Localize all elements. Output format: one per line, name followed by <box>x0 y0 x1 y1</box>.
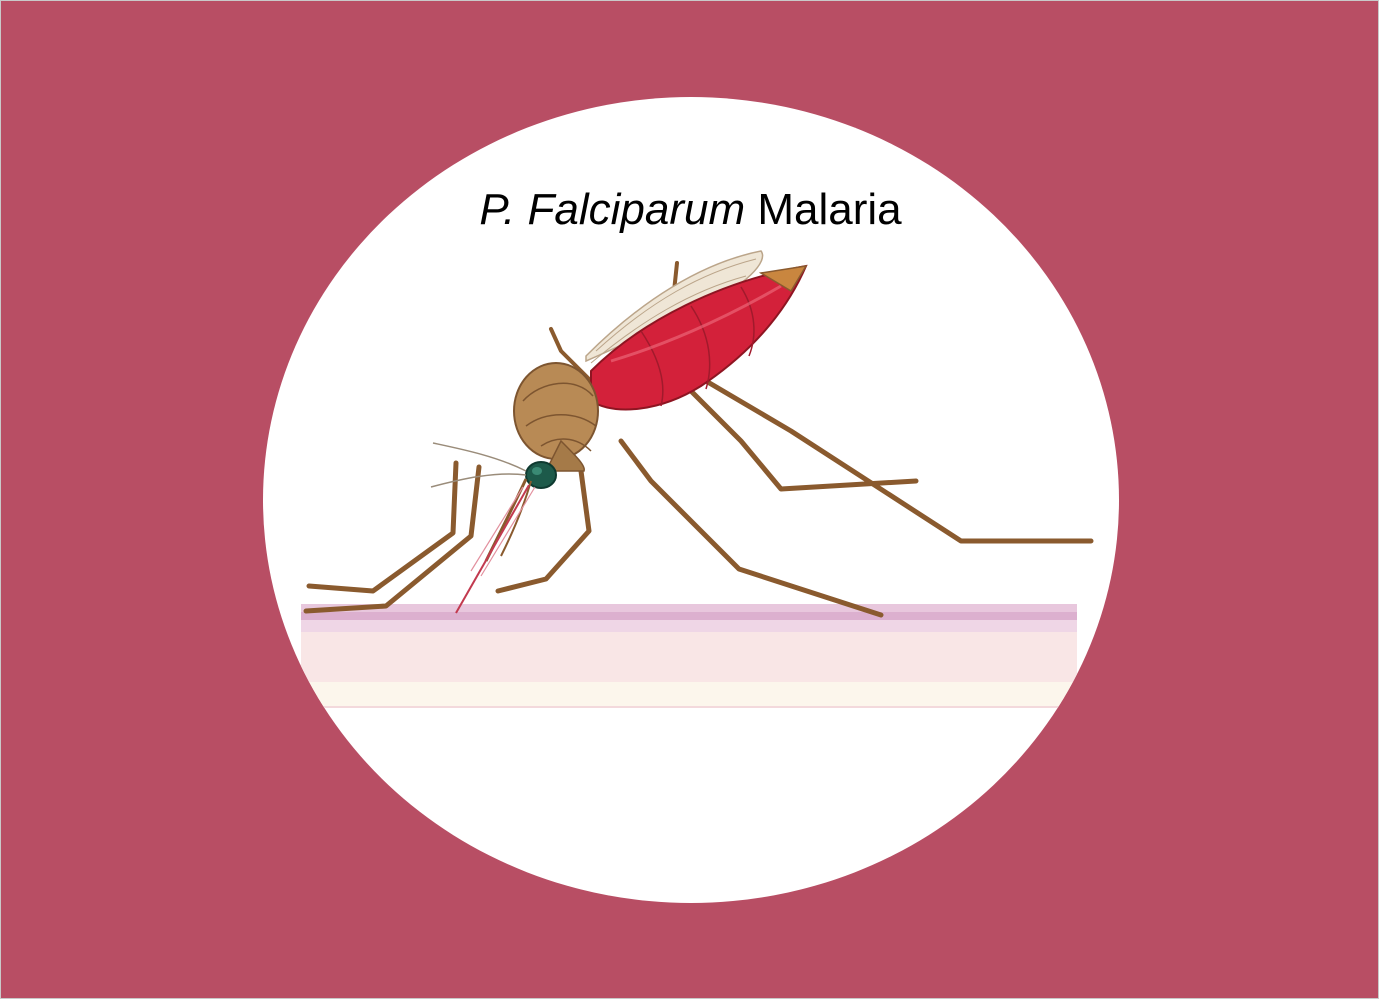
white-circle-panel <box>263 97 1119 903</box>
mosquito-proboscis <box>455 484 536 614</box>
title-regular-part: Malaria <box>757 185 902 234</box>
mosquito-thorax <box>513 362 599 472</box>
title-italic-part: P. Falciparum <box>479 185 746 234</box>
page-title: P. Falciparum Malaria <box>1 185 1379 235</box>
skin-layer <box>301 604 1077 708</box>
mosquito-abdomen <box>590 264 808 411</box>
mosquito-head <box>430 442 557 562</box>
